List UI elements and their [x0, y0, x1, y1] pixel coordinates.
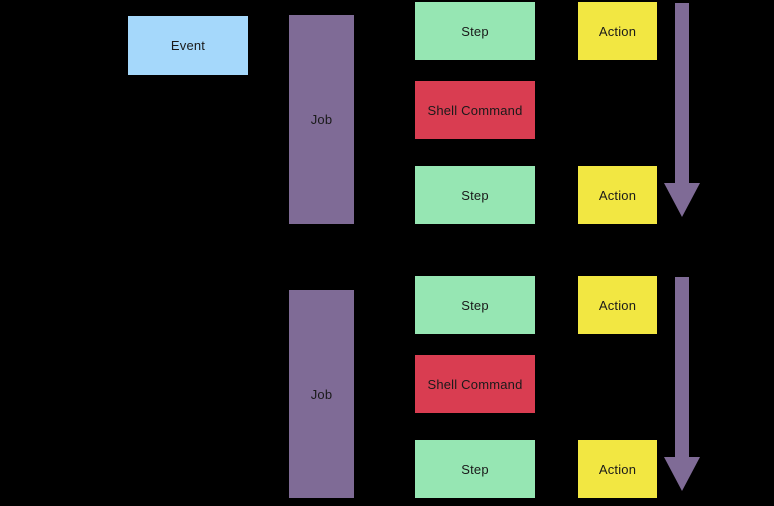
- node-label: Shell Command: [427, 376, 523, 392]
- node-action-1[interactable]: Action: [578, 2, 657, 60]
- node-label: Job: [310, 386, 333, 402]
- node-job-1[interactable]: Job: [289, 15, 354, 224]
- node-step-4[interactable]: Step: [415, 440, 535, 498]
- node-label: Action: [598, 187, 637, 203]
- node-label: Action: [598, 461, 637, 477]
- node-label: Shell Command: [427, 102, 523, 118]
- node-label: Step: [461, 297, 489, 313]
- flow-arrow-down-icon-2: [663, 277, 701, 492]
- node-action-2[interactable]: Action: [578, 166, 657, 224]
- node-label: Step: [461, 187, 489, 203]
- node-event-1[interactable]: Event: [128, 16, 248, 75]
- node-label: Step: [461, 461, 489, 477]
- node-step-3[interactable]: Step: [415, 276, 535, 334]
- node-shell-command-2[interactable]: Shell Command: [415, 355, 535, 413]
- node-step-1[interactable]: Step: [415, 2, 535, 60]
- node-step-2[interactable]: Step: [415, 166, 535, 224]
- node-label: Job: [310, 112, 333, 127]
- node-action-4[interactable]: Action: [578, 440, 657, 498]
- node-label: Event: [170, 38, 206, 53]
- node-shell-command-1[interactable]: Shell Command: [415, 81, 535, 139]
- node-label: Action: [598, 297, 637, 313]
- flow-arrow-down-icon-1: [663, 3, 701, 218]
- node-label: Step: [461, 23, 489, 39]
- node-label: Action: [598, 23, 637, 39]
- node-job-2[interactable]: Job: [289, 290, 354, 498]
- node-action-3[interactable]: Action: [578, 276, 657, 334]
